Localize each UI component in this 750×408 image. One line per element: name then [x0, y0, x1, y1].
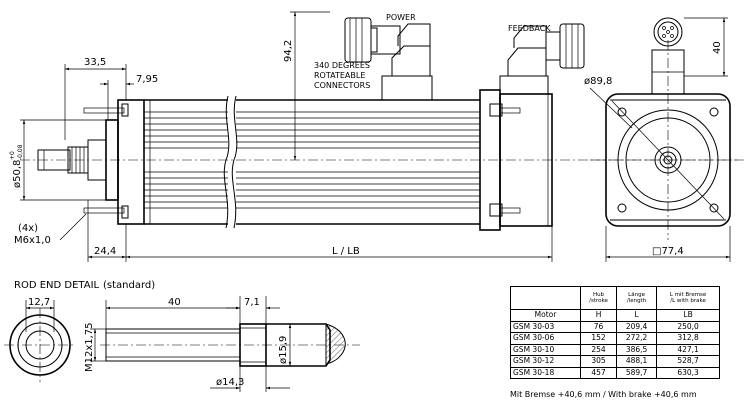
dim-40-top: 40 [712, 41, 723, 54]
table-cell: 427,1 [656, 343, 720, 356]
table-header-length: Länge/length [615, 286, 658, 310]
table-footnote: Mit Bremse +40,6 mm / With brake +40,6 m… [510, 390, 697, 399]
table-header-brake: L mit Bremse/L with brake [656, 286, 720, 310]
dim-77-4: □77,4 [652, 246, 684, 257]
table-cell: 528,7 [656, 355, 720, 368]
table-row: GSM 30-10 254 386,5 427,1 [509, 343, 720, 356]
table-subheader: Motor [509, 309, 582, 322]
side-view: POWER FEEDBACK 340 DEGREES ROTATEABLE CO… [9, 11, 740, 262]
dim-7-1: 7,1 [244, 297, 260, 308]
holes-count: (4x) [18, 223, 38, 234]
end-view: 40 ø89,8 □77,4 [584, 17, 745, 262]
dim-7-95: 7,95 [136, 74, 158, 85]
table-cell: 209,4 [615, 320, 658, 333]
dim-m12: M12x1,75 [84, 322, 95, 372]
table-cell: GSM 30-10 [509, 343, 582, 356]
table-subheader: L [615, 309, 658, 322]
table-cell: 312,8 [656, 332, 720, 345]
table-cell: GSM 30-12 [509, 355, 582, 368]
table-header-row: Hub/stroke Länge/length L mit Bremse/L w… [509, 286, 720, 310]
table-cell: 457 [580, 366, 617, 379]
spec-table: Hub/stroke Länge/length L mit Bremse/L w… [509, 286, 720, 379]
rotatable-text-line-2: ROTATEABLE [314, 71, 365, 80]
feedback-connector [507, 23, 585, 77]
rotatable-text-line-3: CONNECTORS [314, 81, 370, 90]
dim-15-9: ø15,9 [278, 336, 289, 364]
table-cell: GSM 30-06 [509, 332, 582, 345]
table-cell: 152 [580, 332, 617, 345]
holes-thread: M6x1,0 [14, 235, 51, 246]
rod-end-detail-standard: (standard) [103, 280, 155, 291]
dim-50-8: ø50,8 [12, 160, 23, 188]
table-cell: 386,5 [615, 343, 658, 356]
dim-24-4: 24,4 [94, 246, 116, 257]
table-cell: GSM 30-03 [509, 320, 582, 333]
table-cell: 630,3 [656, 366, 720, 379]
table-cell: 76 [580, 320, 617, 333]
rod-end-detail-title: ROD END DETAIL [14, 280, 100, 291]
dim-l-lb: L / LB [332, 246, 360, 257]
power-connector [344, 17, 431, 77]
power-label: POWER [386, 13, 416, 22]
dim-89-8: ø89,8 [584, 76, 612, 87]
table-subheader: H [580, 309, 617, 322]
table-cell: GSM 30-18 [509, 366, 582, 379]
table-header-stroke: Hub/stroke [580, 286, 617, 310]
rod-end-detail: ROD END DETAIL (standard) 12,7 40 7,1 [4, 280, 360, 392]
table-row: GSM 30-03 76 209,4 250,0 [509, 320, 720, 333]
table-row: GSM 30-18 457 589,7 630,3 [509, 366, 720, 379]
table-row: GSM 30-12 305 488,1 528,7 [509, 355, 720, 368]
dim-50-8-tol-upper: +0 [9, 151, 16, 160]
table-header-blank [509, 286, 582, 310]
table-cell: 254 [580, 343, 617, 356]
dim-50-8-tol-lower: -0,08 [17, 144, 24, 160]
dim-14-3: ø14,3 [216, 377, 244, 388]
table-cell: 305 [580, 355, 617, 368]
table-row: GSM 30-06 152 272,2 312,8 [509, 332, 720, 345]
table-subheader-row: Motor H L LB [509, 309, 720, 322]
table-cell: 589,7 [615, 366, 658, 379]
rotatable-text-line-1: 340 DEGREES [314, 61, 370, 70]
dim-12-7: 12,7 [28, 297, 50, 308]
dim-94-2: 94,2 [283, 40, 294, 62]
dim-33-5: 33,5 [84, 57, 106, 68]
table-subheader: LB [656, 309, 720, 322]
table-cell: 272,2 [615, 332, 658, 345]
feedback-label: FEEDBACK [508, 24, 551, 33]
table-cell: 488,1 [615, 355, 658, 368]
table-cell: 250,0 [656, 320, 720, 333]
dim-40-rod: 40 [168, 297, 181, 308]
